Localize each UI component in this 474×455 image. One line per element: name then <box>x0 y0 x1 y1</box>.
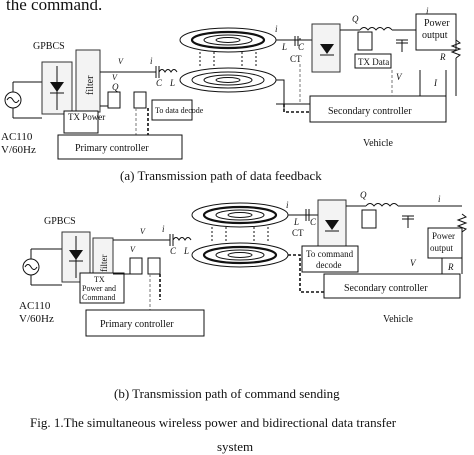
caption-a: (a) Transmission path of data feedback <box>120 168 322 183</box>
fig-caption-1: Fig. 1.The simultaneous wireless power a… <box>30 415 397 430</box>
to-data-decode-box <box>151 99 193 121</box>
secondary-controller-a <box>309 95 447 123</box>
tx-power-command-label-3: Command <box>82 293 115 302</box>
svg-text:i: i <box>286 200 289 210</box>
power-output-label-a-2: output <box>422 30 448 41</box>
filter-label-a: filter <box>85 75 96 95</box>
svg-text:C: C <box>156 78 163 88</box>
svg-text:C: C <box>170 246 177 256</box>
ac-label-a-2: V/60Hz <box>1 144 36 156</box>
to-command-decode-label-1: To command <box>306 249 354 259</box>
load-resistor-b <box>456 213 468 233</box>
ct-label-b: CT <box>292 228 304 238</box>
power-output-label-a-1: Power <box>424 18 450 29</box>
ct-label-a: CT <box>290 54 302 64</box>
power-output-label-b-2: output <box>430 243 454 253</box>
gpbcs-label-b: GPBCS <box>44 216 76 227</box>
svg-text:i: i <box>426 6 429 16</box>
secondary-controller-b <box>323 273 461 299</box>
power-output-box-b <box>427 227 463 259</box>
diagram-b: GPBCS AC110 V/60Hz filter TX Power and C… <box>19 190 468 337</box>
filter-block-a <box>75 49 101 113</box>
svg-text:C: C <box>298 42 305 52</box>
svg-text:i: i <box>438 194 441 204</box>
filter-label-b: filter <box>99 255 109 273</box>
svg-text:V: V <box>396 72 403 82</box>
tx-power-command-label-1: TX <box>94 275 105 284</box>
fig-caption-2: system <box>217 439 253 454</box>
vehicle-label-a: Vehicle <box>363 138 394 149</box>
secondary-controller-label-b: Secondary controller <box>344 283 428 294</box>
tx-power-command-label-2: Power and <box>82 284 116 293</box>
svg-text:R: R <box>439 52 446 62</box>
to-data-decode-label: To data decode <box>155 106 204 115</box>
inverter-switch-b2 <box>147 257 161 275</box>
svg-text:L: L <box>281 42 287 52</box>
svg-text:i: i <box>162 224 165 234</box>
ac-label-b-1: AC110 <box>19 300 51 312</box>
power-output-box-a <box>415 13 457 51</box>
svg-text:Q: Q <box>112 82 119 92</box>
to-command-decode-label-2: decode <box>316 260 341 270</box>
svg-text:Q: Q <box>360 190 367 200</box>
primary-controller-a <box>57 134 183 160</box>
wireless-coils-b <box>191 202 289 268</box>
svg-text:I: I <box>433 78 438 88</box>
ac-label-b-2: V/60Hz <box>19 313 54 325</box>
diagram-a: GPBCS AC110 V/60Hz filter TX Power Q i <box>1 6 462 160</box>
power-output-label-b-1: Power <box>432 231 455 241</box>
svg-text:i: i <box>275 24 278 34</box>
svg-text:Q: Q <box>352 14 359 24</box>
load-resistor-a <box>450 39 462 59</box>
svg-text:L: L <box>293 217 299 227</box>
svg-text:L: L <box>183 246 189 256</box>
ac-label-a-1: AC110 <box>1 131 33 143</box>
svg-text:i: i <box>150 56 153 66</box>
svg-text:V: V <box>130 245 136 254</box>
wireless-coils-a <box>179 27 277 93</box>
inverter-switch-a2 <box>133 91 147 109</box>
inverter-switch-a1 <box>107 91 121 109</box>
top-text: the command. <box>6 0 102 14</box>
secondary-controller-label-a: Secondary controller <box>328 106 412 117</box>
svg-text:V: V <box>118 57 124 66</box>
primary-controller-b <box>85 309 205 337</box>
to-command-decode-box <box>301 245 359 273</box>
svg-text:V: V <box>410 258 417 268</box>
inverter-switch-b1 <box>129 257 143 275</box>
tx-power-label: TX Power <box>68 112 105 122</box>
svg-text:V: V <box>112 73 118 82</box>
svg-text:V: V <box>140 227 146 236</box>
tx-power-block <box>63 110 99 134</box>
vehicle-label-b: Vehicle <box>383 314 414 325</box>
tx-power-command-block <box>79 272 125 304</box>
primary-controller-label-b: Primary controller <box>100 319 174 330</box>
svg-text:R: R <box>447 262 454 272</box>
svg-text:L: L <box>169 78 175 88</box>
tx-data-label: TX Data <box>358 57 389 67</box>
caption-b: (b) Transmission path of command sending <box>114 386 340 401</box>
tx-data-block <box>354 53 392 69</box>
gpbcs-label-a: GPBCS <box>33 41 65 52</box>
primary-controller-label-a: Primary controller <box>75 143 149 154</box>
svg-text:C: C <box>310 217 317 227</box>
